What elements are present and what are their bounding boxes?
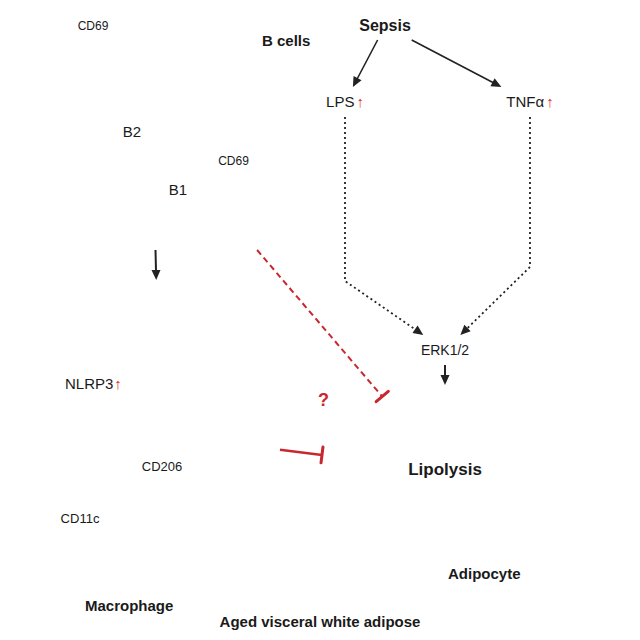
molecule-pill: TNFα↑ <box>480 87 580 117</box>
node-label: ERK1/2 <box>421 342 469 358</box>
marker-oval: CD11c <box>45 505 115 533</box>
cell-title: Macrophage <box>85 597 173 614</box>
node-label: TNFα <box>506 93 544 110</box>
connector-line <box>280 450 322 455</box>
inflammasome <box>154 340 198 384</box>
connector-line <box>467 117 530 329</box>
protein-label: NLRP3 <box>65 375 113 392</box>
node-label: CD206 <box>142 460 182 475</box>
tnf-receptor <box>522 252 539 280</box>
b-cell-cluster <box>40 24 262 244</box>
node-label: CD11c <box>61 512 100 527</box>
node-label: ↑ <box>546 93 554 110</box>
cell-title: Adipocyte <box>448 565 521 582</box>
connector <box>345 117 423 335</box>
node-label: B2 <box>123 123 141 140</box>
connector-line <box>412 40 494 83</box>
connector-line <box>444 365 446 376</box>
connector-line <box>257 250 382 397</box>
macrophage-cell: NLRP3↑MacrophageCD11cCD206 <box>40 280 280 590</box>
node-label: CD69 <box>218 155 249 169</box>
tnf-molecules <box>463 133 599 239</box>
connector <box>353 40 378 87</box>
connector <box>257 250 388 402</box>
macrophage-cell-outline <box>40 280 280 590</box>
arrowhead <box>353 76 362 87</box>
connector <box>441 365 450 385</box>
connector <box>460 117 530 335</box>
increase-arrow: ↑ <box>114 375 122 392</box>
cell-cluster: B cellsCD69B2B1CD69 <box>40 5 265 250</box>
inhibition-bar <box>321 447 323 463</box>
molecule-pill: LPS↑ <box>298 87 392 117</box>
arrowhead <box>460 325 470 335</box>
connector-line <box>345 117 416 330</box>
cell-circle: B2 <box>92 92 172 172</box>
note-label: ? <box>318 390 329 411</box>
kinase-pill: ERK1/2 <box>390 335 500 365</box>
arrowhead <box>441 375 450 385</box>
lipid-droplet: Lipolysis <box>320 385 570 555</box>
arrowhead <box>490 78 501 87</box>
connector <box>412 40 502 87</box>
trigger-label: Sepsis <box>349 12 421 40</box>
lps-receptor <box>337 264 353 292</box>
caption: Aged visceral white adipose <box>0 613 640 630</box>
node-label: B1 <box>169 181 187 198</box>
macrophage-nucleus <box>136 354 224 442</box>
adipocyte-cell-outline <box>265 250 635 600</box>
marker-oval: CD69 <box>62 14 124 40</box>
connector <box>151 250 160 280</box>
marker-oval: CD206 <box>122 453 202 481</box>
inhibition-bar <box>376 391 388 401</box>
marker-oval: CD69 <box>204 150 263 174</box>
connector-line <box>155 250 158 271</box>
node-label: ↑ <box>356 93 364 110</box>
node-label: Sepsis <box>359 17 411 35</box>
b-cell-receptors <box>36 22 248 248</box>
node-label: CD69 <box>78 20 109 34</box>
node-label: LPS <box>326 93 354 110</box>
cell-circle: B1 <box>133 145 223 235</box>
arrowhead <box>151 270 160 280</box>
connector-line <box>357 40 378 79</box>
connector <box>280 447 323 463</box>
group-title: B cells <box>262 32 310 49</box>
node-label: Lipolysis <box>408 460 482 480</box>
adipocyte-cell: Adipocyte ERK1/2Lipolysis <box>265 250 635 600</box>
arrowhead <box>412 326 423 335</box>
lps-molecules <box>305 131 419 245</box>
